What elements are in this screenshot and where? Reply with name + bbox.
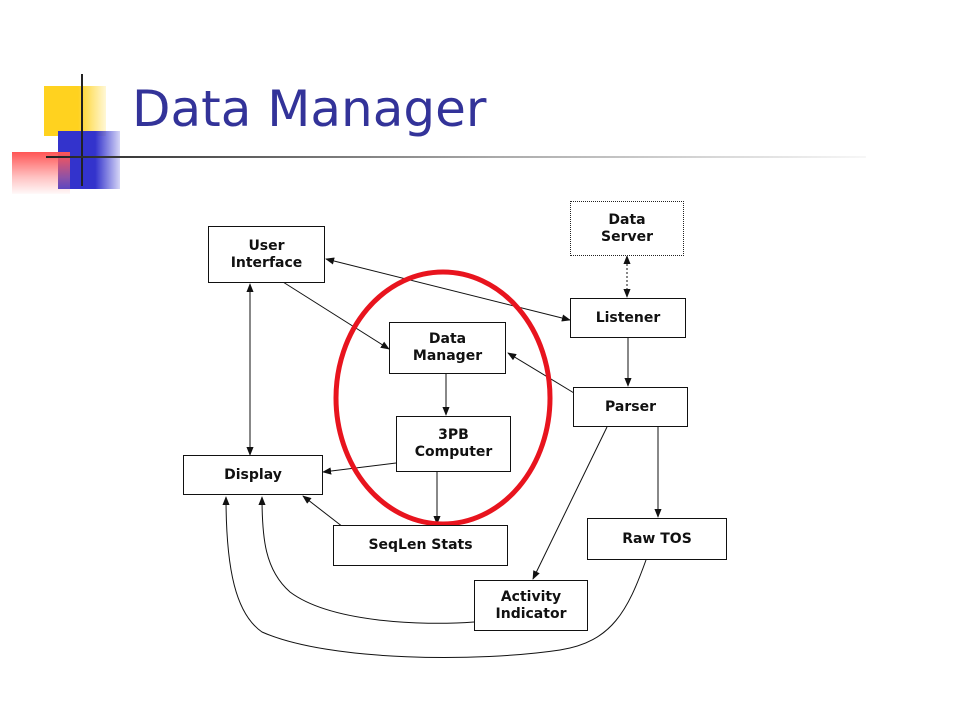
node-label-line: User: [248, 237, 285, 254]
node-label-line: Interface: [230, 254, 303, 271]
node-seqlen-stats: SeqLen Stats: [333, 525, 508, 566]
page-title: Data Manager: [132, 80, 487, 138]
node-display: Display: [183, 455, 323, 495]
edge-userinterface-listener: [325, 257, 571, 322]
vertical-rule-decoration: [81, 74, 83, 186]
node-label-line: 3PB: [438, 427, 469, 443]
node-label-line: Data: [608, 211, 646, 228]
node-parser: Parser: [573, 387, 688, 427]
node-listener: Listener: [570, 298, 686, 338]
horizontal-rule-decoration: [46, 156, 866, 158]
node-label-line: Indicator: [495, 605, 567, 622]
yellow-square-decoration: [44, 86, 106, 136]
red-square-decoration: [12, 152, 70, 194]
edge-rawtos-display: [222, 496, 647, 658]
node-label-line: Parser: [605, 398, 656, 415]
edge-3pb-display: [322, 462, 397, 475]
edge-seqlen-display: [302, 495, 344, 528]
node-label-line: Computer: [414, 444, 493, 460]
node-label-line: Raw TOS: [622, 530, 692, 547]
edge-userinterface-datamanager: [282, 281, 390, 350]
node-label-line: Activity: [500, 588, 562, 605]
highlight-ellipse: [333, 269, 553, 527]
node-label-line: Server: [600, 228, 653, 245]
edge-parser-datamanager: [507, 352, 575, 394]
node-raw-tos: Raw TOS: [587, 518, 727, 560]
node-label-line: Listener: [595, 309, 661, 326]
node-label-line: SeqLen Stats: [368, 537, 473, 553]
node-label-line: Display: [224, 466, 282, 483]
node-label-line: Data: [428, 331, 467, 347]
node-label-line: Manager: [412, 348, 483, 364]
